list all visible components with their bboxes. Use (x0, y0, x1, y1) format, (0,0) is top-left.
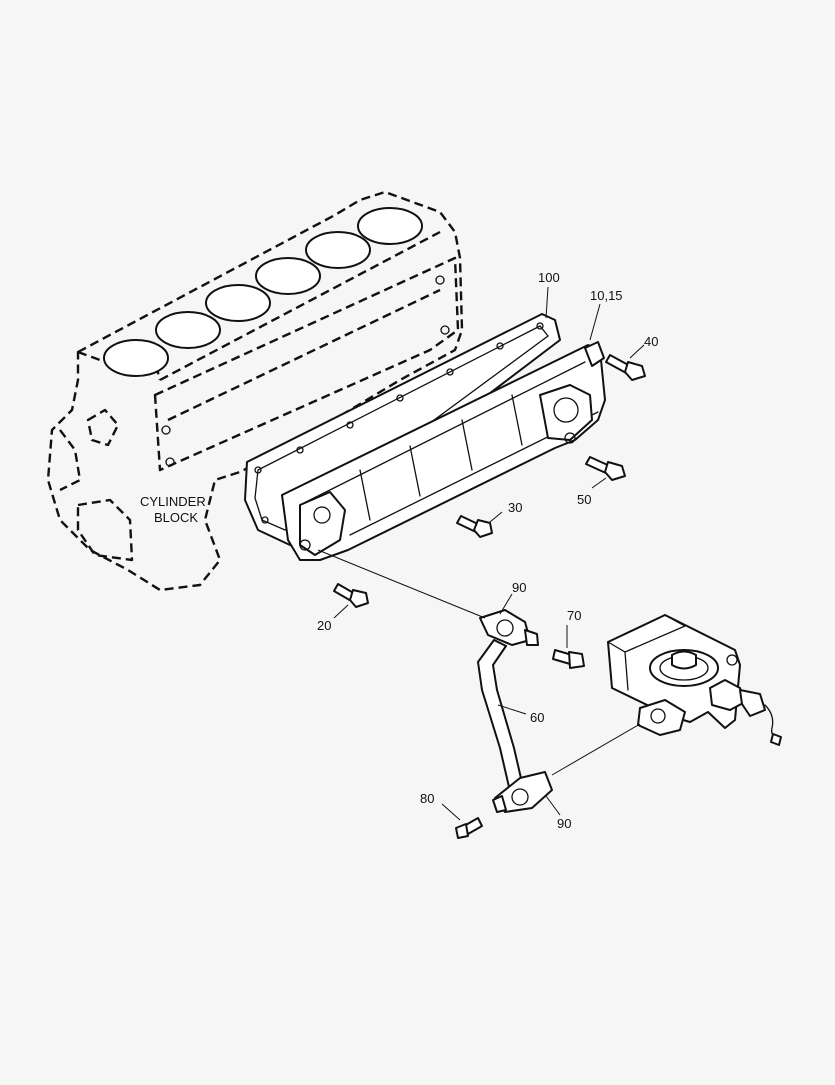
callout-bolt-lower-clamp: 80 (420, 791, 434, 806)
bolt-30 (456, 515, 493, 538)
block-label-line1: CYLINDER (140, 494, 206, 509)
callout-tube: 60 (530, 710, 544, 725)
bolt-40 (605, 354, 646, 381)
alignment-lines (317, 549, 641, 776)
callout-clamp-lower: 90 (557, 816, 571, 831)
bolt-70 (552, 649, 585, 669)
bolt-80 (455, 817, 483, 839)
leader-lines (333, 286, 645, 821)
callout-clamp-upper: 90 (512, 580, 526, 595)
callout-gasket: 100 (538, 270, 560, 285)
bolt-50 (585, 456, 626, 481)
cylinder-block (46, 190, 464, 592)
filter-head (607, 614, 782, 746)
callout-bolt-low: 20 (317, 618, 331, 633)
callout-cooler: 10,15 (590, 288, 623, 303)
oil-cooler-housing (281, 341, 606, 561)
block-label-line2: BLOCK (154, 510, 198, 525)
bolt-20 (333, 583, 369, 608)
callout-bolt-side: 50 (577, 492, 591, 507)
clamp-lower (492, 771, 553, 813)
callout-bolt-top: 40 (644, 334, 658, 349)
callout-bolt-center: 30 (508, 500, 522, 515)
clamp-upper (479, 609, 539, 646)
callout-bolt-upper-clamp: 70 (567, 608, 581, 623)
oil-tube (477, 639, 527, 801)
